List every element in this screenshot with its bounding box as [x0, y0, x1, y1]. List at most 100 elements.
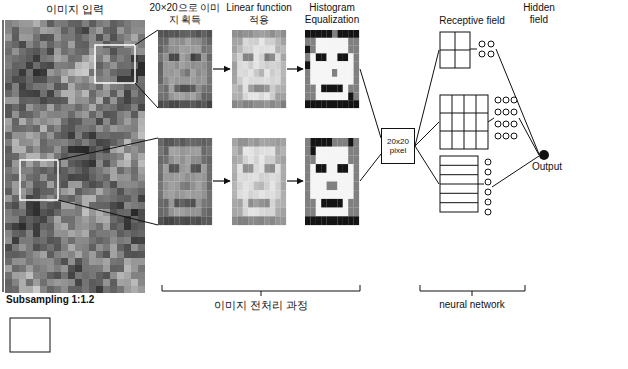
image-pixel — [82, 216, 89, 223]
image-pixel — [68, 20, 75, 27]
image-pixel — [96, 181, 103, 188]
image-pixel — [89, 27, 96, 34]
image-pixel — [54, 83, 61, 90]
image-pixel — [40, 160, 47, 167]
image-pixel — [96, 237, 103, 244]
image-pixel — [12, 27, 19, 34]
image-pixel — [75, 244, 82, 251]
image-pixel — [33, 230, 40, 237]
image-pixel — [103, 83, 110, 90]
image-pixel — [131, 230, 138, 237]
image-pixel — [54, 104, 61, 111]
face-pixel — [281, 85, 287, 93]
face-pixel — [270, 208, 276, 217]
face-pixel — [337, 138, 343, 147]
image-pixel — [40, 174, 47, 181]
image-pixel — [26, 153, 33, 160]
face-pixel — [169, 216, 175, 225]
face-pixel — [332, 30, 338, 38]
image-pixel — [124, 251, 131, 258]
image-pixel — [26, 258, 33, 265]
face-pixel — [310, 77, 316, 85]
image-pixel — [138, 237, 145, 244]
image-pixel — [138, 258, 145, 265]
face-pixel — [174, 147, 180, 156]
face-pixel — [264, 92, 270, 100]
face-pixel — [305, 77, 311, 85]
face-pixel — [169, 85, 175, 93]
image-pixel — [33, 195, 40, 202]
image-pixel — [110, 90, 117, 97]
image-pixel — [103, 286, 110, 293]
image-pixel — [103, 265, 110, 272]
face-pixel — [248, 164, 254, 173]
image-pixel — [117, 195, 124, 202]
image-pixel — [19, 272, 26, 279]
image-pixel — [5, 97, 12, 104]
image-pixel — [54, 62, 61, 69]
image-pixel — [61, 237, 68, 244]
image-pixel — [19, 230, 26, 237]
face-pixel — [180, 155, 186, 164]
image-pixel — [33, 237, 40, 244]
image-pixel — [40, 265, 47, 272]
image-pixel — [131, 195, 138, 202]
face-pixel — [321, 100, 327, 108]
face-pixel — [281, 69, 287, 77]
image-pixel — [5, 34, 12, 41]
face-pixel — [237, 92, 243, 100]
image-pixel — [40, 48, 47, 55]
image-pixel — [47, 139, 54, 146]
image-pixel — [26, 125, 33, 132]
face-pixel — [207, 164, 213, 173]
image-pixel — [124, 160, 131, 167]
face-pixel — [163, 46, 169, 54]
image-pixel — [138, 55, 145, 62]
face-pixel — [169, 155, 175, 164]
image-pixel — [54, 97, 61, 104]
image-pixel — [68, 167, 75, 174]
face-pixel — [174, 190, 180, 199]
face-pixel — [321, 173, 327, 182]
face-pixel — [321, 53, 327, 61]
face-pixel — [259, 216, 265, 225]
image-pixel — [68, 230, 75, 237]
image-pixel — [68, 48, 75, 55]
face-pixel — [196, 173, 202, 182]
image-pixel — [12, 223, 19, 230]
face-pixel — [254, 85, 260, 93]
image-pixel — [82, 244, 89, 251]
image-pixel — [68, 62, 75, 69]
image-pixel — [19, 41, 26, 48]
face-pixel — [343, 216, 349, 225]
face-pixel — [275, 190, 281, 199]
face-pixel — [174, 138, 180, 147]
face-pixel — [281, 30, 287, 38]
face-pixel — [321, 138, 327, 147]
image-pixel — [117, 125, 124, 132]
image-pixel — [110, 160, 117, 167]
image-pixel — [33, 118, 40, 125]
image-pixel — [110, 216, 117, 223]
image-pixel — [40, 209, 47, 216]
face-pixel — [190, 173, 196, 182]
face-pixel — [354, 61, 360, 69]
image-pixel — [19, 83, 26, 90]
image-pixel — [124, 153, 131, 160]
image-pixel — [75, 167, 82, 174]
face-pixel — [305, 100, 311, 108]
face-pixel — [275, 92, 281, 100]
image-pixel — [124, 202, 131, 209]
face-pixel — [254, 46, 260, 54]
image-pixel — [5, 48, 12, 55]
image-pixel — [40, 272, 47, 279]
face-pixel — [232, 173, 238, 182]
image-pixel — [12, 76, 19, 83]
image-pixel — [5, 188, 12, 195]
image-pixel — [68, 216, 75, 223]
face-pixel — [264, 199, 270, 208]
image-pixel — [47, 223, 54, 230]
face-pixel — [163, 173, 169, 182]
face-pixel — [248, 100, 254, 108]
image-pixel — [68, 181, 75, 188]
